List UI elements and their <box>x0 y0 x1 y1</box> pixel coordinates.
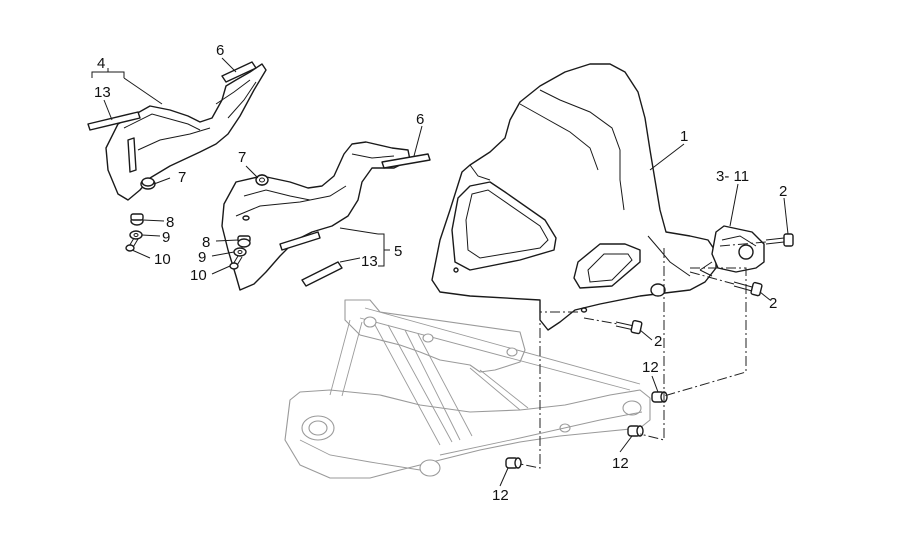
grommet-7-left <box>141 177 155 187</box>
leader-lines <box>91 57 789 487</box>
rear-hugger-part-1 <box>431 63 717 331</box>
bushing-12-right <box>651 391 668 403</box>
callout-7-mid: 7 <box>238 149 246 166</box>
callout-12-lower: 12 <box>492 487 509 504</box>
callout-5: 5 <box>394 243 402 260</box>
callout-12-right: 12 <box>642 359 659 376</box>
callout-7-left: 7 <box>178 169 186 186</box>
callout-6-mid: 6 <box>416 111 424 128</box>
washer-9-left <box>129 230 143 240</box>
callout-6-top: 6 <box>216 42 224 59</box>
callout-2-right: 2 <box>769 295 777 312</box>
washer-9-center <box>233 247 247 257</box>
callout-10-left: 10 <box>154 251 171 268</box>
screw-2-right <box>733 281 763 297</box>
center-guard-part-5 <box>221 141 411 291</box>
rubber-strip-6-mid <box>381 153 431 169</box>
decal-strip-13-top <box>87 111 141 131</box>
screw-2-upper <box>765 233 794 247</box>
washer-8-center <box>237 235 251 248</box>
bushing-12-lower <box>505 457 522 469</box>
callout-1: 1 <box>680 128 688 145</box>
bracket-part-3-11 <box>699 225 765 277</box>
callout-2-lower: 2 <box>654 333 662 350</box>
callout-8-mid: 8 <box>202 234 210 251</box>
assembly-lines <box>519 241 767 469</box>
callout-10-mid: 10 <box>190 267 207 284</box>
callout-13-mid: 13 <box>361 253 378 270</box>
rubber-strip-6-top <box>221 61 257 83</box>
callout-3-11: 3- 11 <box>716 168 749 185</box>
callout-9-mid: 9 <box>198 249 206 266</box>
screw-10-left <box>125 237 139 252</box>
callout-4: 4 <box>97 55 105 72</box>
chain-guard-part-4 <box>105 63 267 201</box>
screw-2-lower <box>615 319 643 335</box>
grommet-7-center <box>255 174 269 186</box>
callout-9-left: 9 <box>162 229 170 246</box>
bushing-12-middle <box>627 425 644 437</box>
callout-2-upper: 2 <box>779 183 787 200</box>
callout-13-left: 13 <box>94 84 111 101</box>
callout-12-middle: 12 <box>612 455 629 472</box>
washer-8-left <box>130 213 144 226</box>
callout-labels: 1 2 2 2 3- 11 4 5 6 6 7 7 8 8 9 9 10 10 … <box>94 42 787 504</box>
screw-10-center <box>229 255 243 270</box>
swingarm <box>284 299 651 479</box>
callout-8-left: 8 <box>166 214 174 231</box>
decal-strip-13-mid <box>301 261 343 287</box>
